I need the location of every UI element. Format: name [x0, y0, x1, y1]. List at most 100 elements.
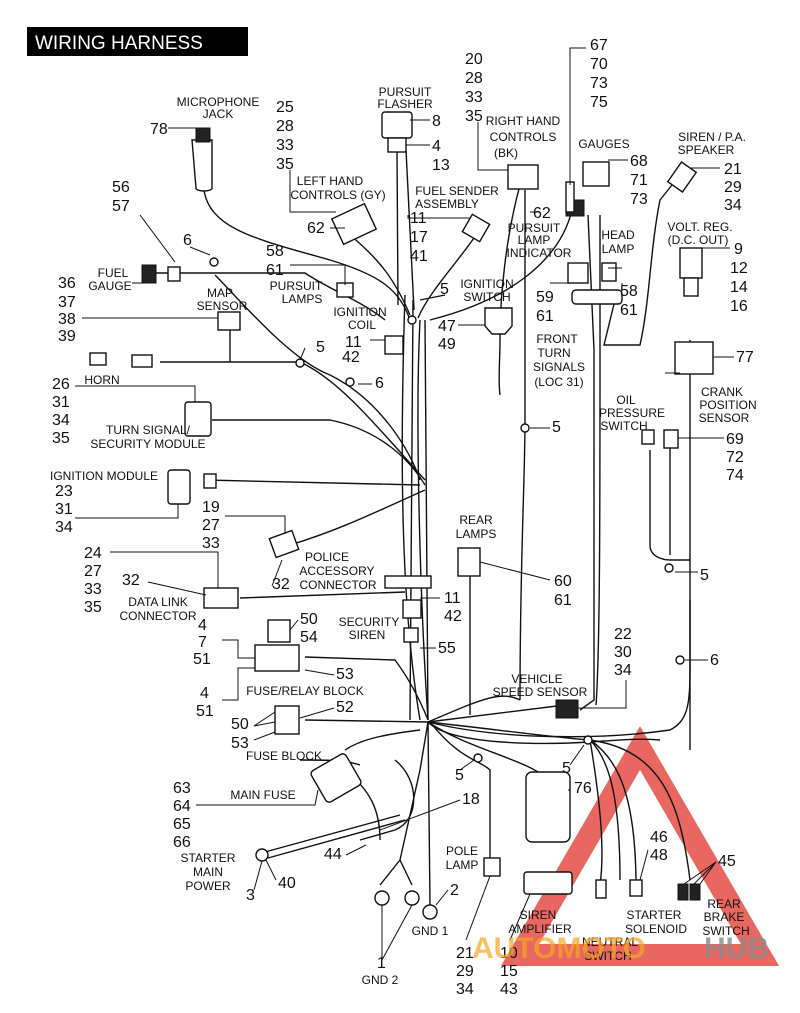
callout-number: 27 — [202, 517, 220, 534]
component-label: SECURITY — [339, 615, 400, 629]
clip-5-oil — [664, 563, 674, 573]
component-label: SENSOR — [197, 299, 248, 313]
component-label: REAR — [459, 513, 493, 527]
component-label: REAR — [707, 897, 741, 911]
callout-number: 11 — [444, 590, 461, 607]
horn-terminal-2 — [131, 354, 153, 368]
component-label: POLICE — [305, 550, 349, 564]
callout-number: 34 — [456, 981, 474, 998]
gnd2-lug-a — [374, 890, 390, 906]
callout-number: 47 — [438, 318, 456, 335]
component-label: SIREN — [349, 628, 386, 642]
callout-number: 41 — [410, 248, 428, 265]
callout-number: 51 — [196, 703, 214, 720]
callout-number: 73 — [590, 75, 608, 92]
callout-number: 69 — [726, 431, 744, 448]
callout-number: 75 — [590, 94, 608, 111]
callout-number: 22 — [614, 626, 632, 643]
component-label: SWITCH — [463, 290, 510, 304]
component-label: AMPLIFIER — [508, 922, 572, 936]
callout-number: 44 — [324, 846, 342, 863]
callout-number: 35 — [465, 108, 483, 125]
callout-number: 50 — [300, 611, 318, 628]
main-trunk-wire — [424, 319, 429, 721]
callout-number: 71 — [630, 172, 648, 189]
horn-terminal-1 — [89, 352, 107, 366]
leader-lines — [75, 47, 734, 961]
callout-number: 5 — [316, 339, 325, 356]
relay-part — [267, 619, 291, 643]
callout-number: 34 — [52, 412, 70, 429]
component-label: GAUGES — [578, 137, 629, 151]
gnd2-lug-b — [404, 890, 420, 906]
component-label: GND 1 — [412, 924, 449, 938]
callout-number: 34 — [724, 197, 742, 214]
callout-number: 28 — [276, 118, 294, 135]
component-label: LAMP — [446, 858, 479, 872]
component-label: MAIN — [193, 865, 223, 879]
component-77-box — [674, 341, 714, 375]
component-label: POSITION — [699, 398, 756, 412]
fuel-gauge-connector — [141, 264, 157, 284]
component-label: (D.C. OUT) — [668, 233, 729, 247]
callout-number: 31 — [52, 394, 70, 411]
callout-number: 77 — [736, 349, 754, 366]
pursuit-lamp-indicator-part — [567, 262, 589, 284]
component-label: SWITCH — [702, 924, 749, 938]
security-siren-part — [403, 627, 419, 643]
ignition-module-plug — [203, 473, 217, 489]
callout-number: 4 — [198, 617, 207, 634]
callout-number: 74 — [726, 467, 744, 484]
callout-number: 10 — [500, 945, 518, 962]
neutral-switch-part — [595, 879, 607, 899]
tie-6-mid — [345, 377, 355, 387]
callout-number: 21 — [724, 161, 742, 178]
component-label: SECURITY MODULE — [90, 437, 205, 451]
watermark-text-part2: HUB — [704, 932, 769, 965]
component-label: (BK) — [494, 146, 518, 160]
callout-number: 4 — [200, 685, 209, 702]
callout-number: 5 — [700, 567, 709, 584]
label-layer: MICROPHONEJACK7825283335PURSUITFLASHER84… — [50, 37, 757, 998]
component-label: SPEAKER — [678, 143, 735, 157]
component-label: FRONT — [536, 332, 578, 346]
callout-number: 32 — [272, 576, 290, 593]
ignition-switch-part — [484, 307, 513, 335]
component-label: INDICATOR — [507, 246, 572, 260]
callout-number: 61 — [536, 308, 554, 325]
callout-number: 19 — [202, 499, 220, 516]
component-label: CONNECTOR — [299, 578, 376, 592]
component-label: FUEL — [98, 266, 129, 280]
clip-5-right — [520, 423, 530, 433]
pursuit-lamps-connector — [336, 282, 354, 298]
callout-number: 52 — [336, 699, 354, 716]
map-sensor-part — [217, 311, 241, 331]
clip-5-horn — [295, 358, 305, 368]
rear-brake-switch-terminal-2 — [689, 883, 701, 901]
components — [89, 111, 714, 920]
component-label: MAIN FUSE — [230, 788, 295, 802]
callout-number: 61 — [554, 592, 572, 609]
component-label: CONTROLS (GY) — [290, 188, 385, 202]
component-label: GAUGE — [88, 279, 131, 293]
pursuit-flasher-part — [381, 111, 413, 139]
callout-number: 43 — [500, 981, 518, 998]
callout-number: 12 — [730, 260, 748, 277]
callout-number: 38 — [58, 311, 76, 328]
callout-number: 4 — [432, 138, 441, 155]
component-label: POLE — [446, 844, 478, 858]
callout-number: 35 — [276, 156, 294, 173]
component-label: FLASHER — [377, 97, 433, 111]
fuel-gauge-socket — [167, 266, 181, 282]
component-label: IGNITION — [333, 305, 386, 319]
title-background — [27, 27, 248, 56]
tie-6-fuel — [209, 257, 219, 267]
callout-number: 68 — [630, 153, 648, 170]
callout-number: 35 — [84, 599, 102, 616]
component-label: OIL — [616, 393, 636, 407]
callout-number: 5 — [455, 767, 464, 784]
callout-number: 5 — [552, 419, 561, 436]
front-turn-signal-clip — [571, 289, 623, 305]
callout-number: 65 — [173, 816, 191, 833]
component-label: IGNITION MODULE — [50, 469, 158, 483]
